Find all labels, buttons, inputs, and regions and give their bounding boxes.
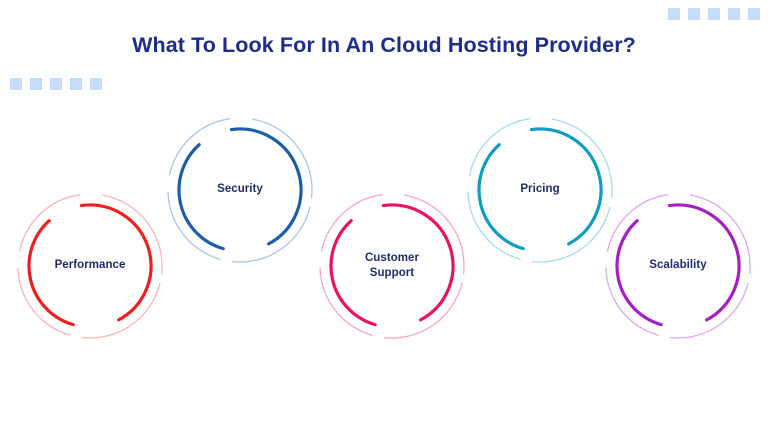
ring-segment-outer <box>18 194 81 252</box>
ring-segment-outer <box>101 194 163 275</box>
ring-segment-outer <box>319 267 373 336</box>
ring-segment-inner <box>229 127 303 246</box>
circle-node-scalability[interactable]: Scalability <box>600 188 756 344</box>
ring-segment-outer <box>231 206 311 263</box>
ring-segment-inner <box>667 203 741 322</box>
ring-segment-inner <box>177 143 225 251</box>
ring-graphic-customer-support <box>319 194 465 339</box>
ring-segment-outer <box>17 267 71 336</box>
ring-segment-outer <box>689 194 751 275</box>
ring-segment-inner <box>477 143 525 251</box>
circle-node-customer-support[interactable]: Customer Support <box>314 188 470 344</box>
decoration-square <box>90 78 102 90</box>
ring-segment-outer <box>551 118 613 199</box>
ring-segment-outer <box>403 194 465 275</box>
decoration-square <box>728 8 740 20</box>
ring-segment-outer <box>606 194 669 252</box>
ring-graphic-performance <box>17 194 163 339</box>
decoration-square <box>688 8 700 20</box>
ring-segment-outer <box>467 191 521 260</box>
ring-segment-outer <box>531 206 611 263</box>
ring-graphic-security <box>167 118 313 263</box>
ring-segment-outer <box>383 282 463 339</box>
ring-segment-outer <box>168 118 231 176</box>
ring-segment-inner <box>79 203 153 322</box>
ring-segment-inner <box>615 219 663 327</box>
decoration-square <box>50 78 62 90</box>
page-title: What To Look For In An Cloud Hosting Pro… <box>132 33 636 57</box>
ring-graphic-pricing <box>467 118 613 263</box>
decoration-square <box>748 8 760 20</box>
decoration-square <box>70 78 82 90</box>
ring-segment-outer <box>167 191 221 260</box>
circle-node-security[interactable]: Security <box>162 112 318 268</box>
ring-segment-outer <box>669 282 749 339</box>
decoration-square <box>668 8 680 20</box>
decoration-square <box>708 8 720 20</box>
ring-segment-outer <box>605 267 659 336</box>
ring-segment-outer <box>468 118 531 176</box>
decoration-squares-left <box>10 78 110 90</box>
ring-segment-inner <box>27 219 75 327</box>
ring-segment-inner <box>329 219 377 327</box>
ring-segment-outer <box>320 194 383 252</box>
ring-graphic-scalability <box>605 194 751 339</box>
decoration-square <box>10 78 22 90</box>
ring-segment-inner <box>529 127 603 246</box>
ring-segment-outer <box>81 282 161 339</box>
circle-node-performance[interactable]: Performance <box>12 188 168 344</box>
decoration-square <box>30 78 42 90</box>
decoration-squares-top-right <box>660 8 760 20</box>
ring-segment-outer <box>251 118 313 199</box>
ring-segment-inner <box>381 203 455 322</box>
circle-node-pricing[interactable]: Pricing <box>462 112 618 268</box>
